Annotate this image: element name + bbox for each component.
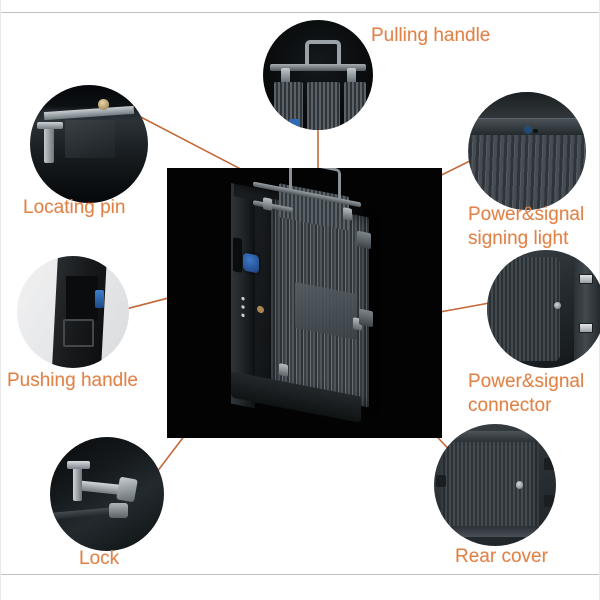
connector-port-lower [579, 323, 594, 334]
lock-tee-handle [72, 462, 82, 501]
locating-pin-clamp [44, 122, 54, 163]
pushing-handle-blue-connector [95, 289, 105, 308]
lock-tee-top [67, 460, 90, 469]
signing-light-led-secondary [532, 128, 538, 134]
rear-cover-tab-right-lower [543, 494, 554, 507]
signing-light-top-shadow [468, 92, 586, 118]
connector-port-upper [579, 273, 594, 284]
callout-circle-power-signal-connector [487, 250, 600, 368]
connector-screw [554, 301, 562, 309]
cabinet-latch-upper [357, 230, 371, 250]
label-locating-pin: Locating pin [23, 197, 126, 218]
frame-top-divider [0, 12, 600, 13]
locating-pin-block [65, 120, 115, 159]
lock-photo [50, 437, 164, 551]
pulling-handle-fins-center [307, 81, 340, 130]
pushing-handle-recess [66, 276, 98, 321]
rear-cover-top-band [441, 431, 539, 443]
frame-left-edge [0, 0, 1, 600]
locating-pin-photo [30, 85, 148, 203]
locating-pin-clamp-top [37, 121, 64, 129]
label-power-signal-signing-light: Power&signal signing light [468, 204, 585, 249]
rear-cover-plate [441, 433, 539, 537]
lock-head [116, 476, 139, 503]
cabinet-signing-lights [241, 295, 245, 319]
rear-cover-photo [434, 424, 556, 546]
cabinet-knob-upper-right [343, 207, 352, 221]
rear-cover-tab-left [436, 475, 447, 488]
power-signal-connector-photo [487, 250, 600, 368]
rear-cover-screw [515, 481, 524, 489]
pulling-handle-bail [304, 39, 342, 68]
label-power-signal-connector: Power&signal connector [468, 371, 585, 416]
cabinet-vent-slot [233, 237, 242, 273]
signing-light-led [524, 127, 531, 134]
callout-circle-pushing-handle [17, 256, 129, 368]
pulling-handle-knob-left [280, 68, 291, 84]
label-pulling-handle: Pulling handle [371, 25, 491, 46]
callout-circle-lock [50, 437, 164, 551]
callout-circle-rear-cover [434, 424, 556, 546]
pulling-handle-knob-right [346, 68, 357, 84]
pulling-handle-photo [263, 20, 373, 130]
rear-cover-tab-right-upper [543, 458, 554, 471]
label-lock: Lock [79, 548, 120, 569]
pushing-handle-photo [17, 256, 129, 368]
callout-circle-pulling-handle [263, 20, 373, 130]
cabinet-knob-bottom [279, 363, 288, 377]
pulling-handle-rail [269, 64, 367, 71]
connector-ribbed-surface [487, 257, 561, 361]
callout-circle-power-signal-signing-light [468, 92, 586, 210]
lock-ledge [50, 507, 117, 520]
pushing-handle-grip [62, 318, 94, 348]
cabinet-power-signal-connector [243, 252, 259, 274]
rear-cover-bottom-band [441, 526, 539, 538]
callout-circle-locating-pin [30, 85, 148, 203]
frame-bottom-divider [0, 574, 600, 575]
label-rear-cover: Rear cover [455, 546, 548, 567]
signing-light-lip [468, 117, 586, 136]
lock-cap [109, 503, 128, 518]
label-pushing-handle: Pushing handle [7, 370, 138, 391]
cabinet-latch-lower [359, 308, 373, 328]
led-cabinet-hero-image [167, 168, 442, 438]
cabinet-locating-pin [263, 197, 272, 211]
connector-edge-face [574, 250, 600, 368]
pulling-handle-fins-right [344, 81, 367, 130]
pulling-handle-blue-port [289, 119, 301, 130]
signing-light-photo [468, 92, 586, 210]
